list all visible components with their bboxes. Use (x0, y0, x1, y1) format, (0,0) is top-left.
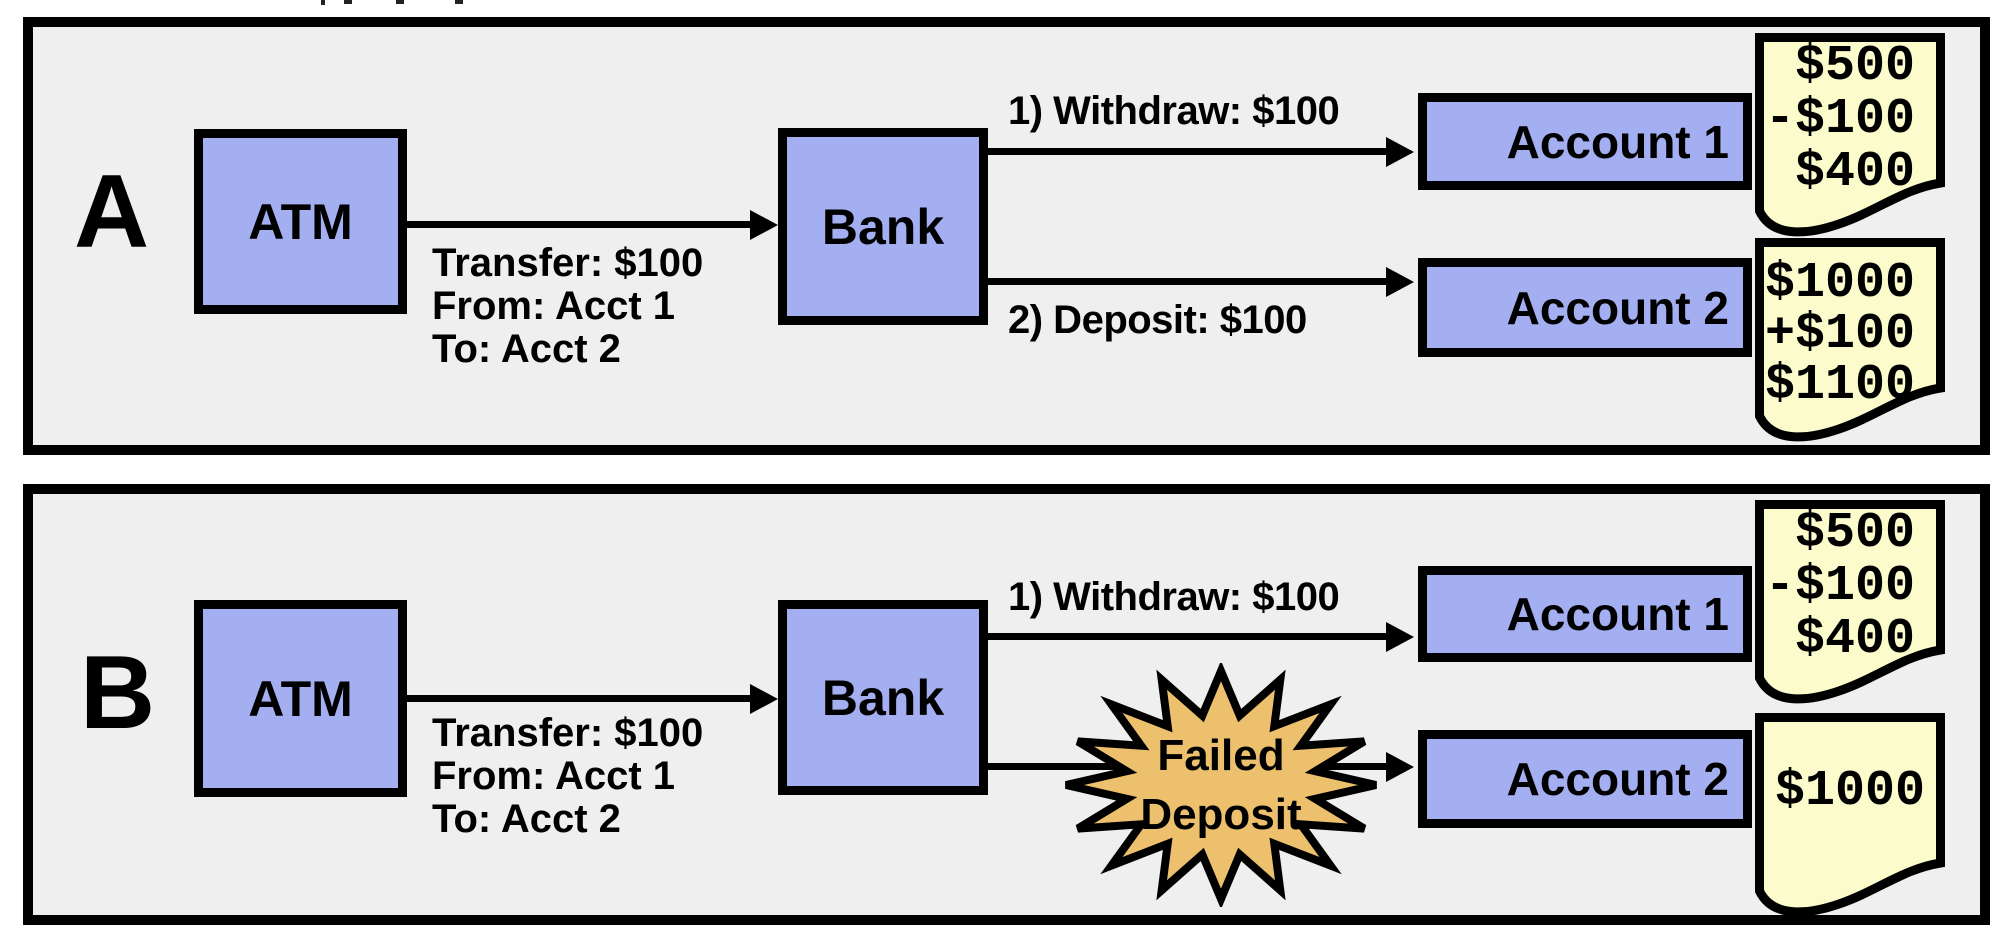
account2-box: Account 2 (1418, 258, 1752, 357)
cropped-text-fragment (396, 0, 404, 4)
bank-label: Bank (821, 669, 945, 726)
ledger-line: $1000 (1774, 763, 1926, 820)
bank-box: Bank (778, 128, 988, 325)
account2-label: Account 2 (1506, 281, 1729, 334)
ledger-line: $500 (1794, 505, 1915, 562)
ledger-line: -$100 (1764, 91, 1915, 148)
account2-label: Account 2 (1506, 753, 1729, 805)
bank-label: Bank (821, 198, 945, 255)
arrow-atm-to-bank-line (398, 695, 750, 702)
ledger-line: $400 (1794, 611, 1915, 668)
transfer-line: From: Acct 1 (432, 284, 676, 328)
atm-label: ATM (248, 670, 353, 727)
account1-box: Account 1 (1418, 566, 1752, 662)
transfer-line: To: Acct 2 (432, 797, 621, 841)
account2-box: Account 2 (1418, 730, 1752, 828)
ledger-line: $500 (1794, 38, 1915, 95)
transfer-line: To: Acct 2 (432, 327, 621, 371)
bank-box: Bank (778, 600, 988, 795)
arrow-deposit-head (1386, 752, 1414, 782)
transfer-message: Transfer: $100 From: Acct 1 To: Acct 2 (432, 242, 703, 371)
arrow-withdraw-head (1386, 622, 1414, 652)
document-shape-icon (1755, 238, 1945, 442)
ledger-line: -$100 (1764, 558, 1915, 615)
arrow-atm-to-bank-head (750, 210, 778, 240)
transfer-line: From: Acct 1 (432, 754, 676, 798)
account1-box: Account 1 (1418, 93, 1752, 190)
failed-deposit-burst: Failed Deposit (1058, 663, 1384, 907)
withdraw-label: 1) Withdraw: $100 (1008, 89, 1340, 133)
atm-label: ATM (248, 193, 353, 250)
account1-ledger-note: $500 -$100 $400 (1755, 33, 1945, 268)
transfer-line: Transfer: $100 (432, 241, 704, 285)
atm-box: ATM (194, 129, 407, 314)
failed-deposit-line: Deposit (1140, 790, 1302, 839)
document-shape-icon (1755, 500, 1945, 704)
arrow-deposit-line (984, 278, 1386, 285)
deposit-label: 2) Deposit: $100 (1008, 298, 1307, 342)
ledger-line: +$100 (1764, 306, 1915, 363)
arrow-withdraw-line (984, 148, 1386, 155)
cropped-text-fragment (344, 0, 352, 4)
ledger-line: $1100 (1764, 357, 1915, 414)
withdraw-label: 1) Withdraw: $100 (1008, 575, 1340, 619)
panel-b-label: B (80, 635, 156, 751)
account2-ledger-note: $1000 (1755, 713, 1945, 938)
transfer-line: Transfer: $100 (432, 711, 704, 755)
arrow-withdraw-line (984, 633, 1386, 640)
arrow-withdraw-head (1386, 137, 1414, 167)
panel-a-label: A (74, 154, 150, 270)
document-shape-icon (1755, 33, 1945, 237)
ledger-line: $1000 (1764, 255, 1915, 312)
account1-label: Account 1 (1506, 588, 1729, 640)
arrow-deposit-head (1386, 267, 1414, 297)
cropped-text-fragment (455, 0, 463, 4)
transfer-message: Transfer: $100 From: Acct 1 To: Acct 2 (432, 712, 703, 841)
cropped-text-fragment (321, 0, 325, 5)
arrow-atm-to-bank-head (750, 684, 778, 714)
starburst-icon (1065, 663, 1377, 907)
failed-deposit-line: Failed (1157, 731, 1285, 780)
account2-ledger-note: $1000 +$100 $1100 (1755, 238, 1945, 473)
ledger-line: $400 (1794, 144, 1915, 201)
account1-ledger-note: $500 -$100 $400 (1755, 500, 1945, 735)
document-shape-icon (1755, 713, 1945, 917)
account1-label: Account 1 (1506, 115, 1729, 168)
arrow-atm-to-bank-line (398, 221, 750, 228)
atm-box: ATM (194, 600, 407, 797)
